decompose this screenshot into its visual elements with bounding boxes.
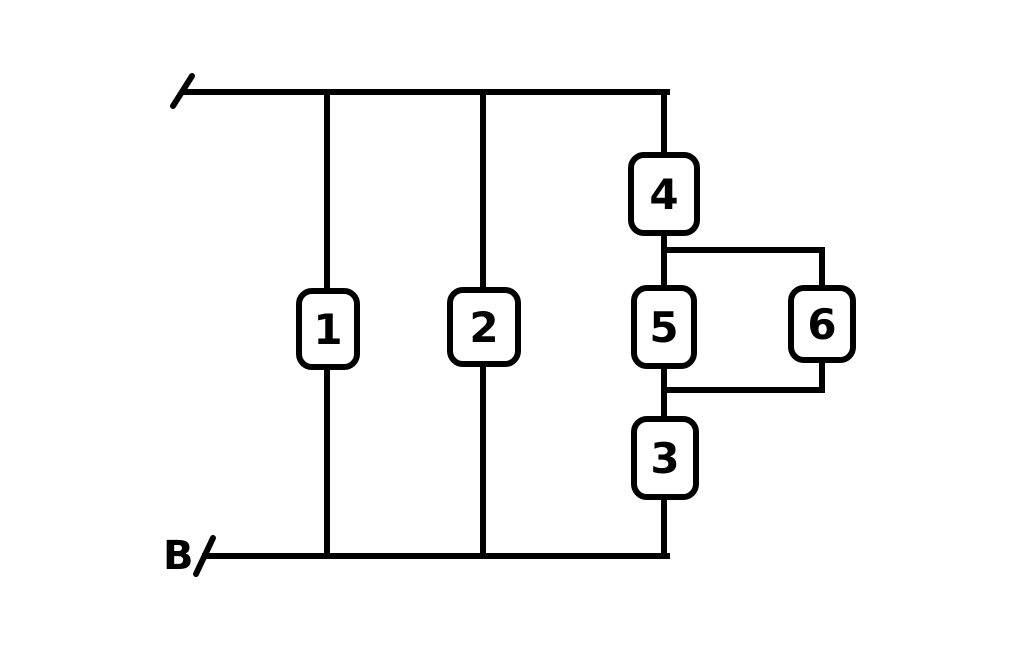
top-terminal-slash bbox=[170, 73, 195, 109]
component-box-6: 6 bbox=[788, 285, 856, 363]
component-label-1: 1 bbox=[313, 304, 343, 354]
component-box-4: 4 bbox=[628, 152, 700, 236]
component-box-3: 3 bbox=[631, 416, 699, 500]
component-label-5: 5 bbox=[649, 302, 679, 352]
bottom-terminal-label: B bbox=[163, 533, 194, 579]
component-label-4: 4 bbox=[649, 169, 679, 219]
component-label-2: 2 bbox=[469, 302, 499, 352]
component-box-2: 2 bbox=[447, 287, 521, 367]
component-label-3: 3 bbox=[650, 433, 680, 483]
bottom-terminal-slash bbox=[193, 535, 216, 577]
component-box-5: 5 bbox=[631, 285, 697, 369]
component-box-1: 1 bbox=[296, 288, 360, 370]
component-label-6: 6 bbox=[807, 299, 837, 349]
